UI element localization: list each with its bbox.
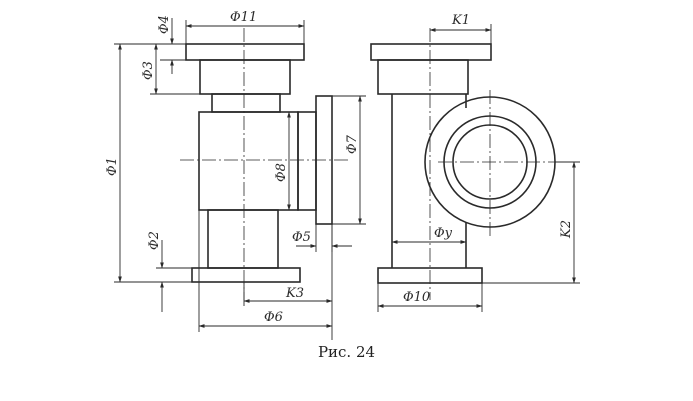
label-phi4: Φ4 [157, 15, 172, 34]
label-k1: K1 [451, 13, 470, 28]
label-phi8: Φ8 [274, 163, 289, 182]
front-top-flange [185, 43, 305, 61]
label-phi7: Φ7 [345, 134, 360, 154]
label-k3: K3 [285, 286, 304, 301]
side-centerlines [429, 28, 570, 300]
label-phi1: Φ1 [105, 157, 120, 176]
front-lower-neck [207, 209, 279, 269]
front-bottom-flange [191, 267, 301, 283]
front-top-neck [211, 93, 281, 113]
front-dimensions [114, 18, 366, 340]
front-body [198, 111, 299, 211]
figure-caption: Рис. 24 [317, 343, 376, 361]
label-phi5: Φ5 [292, 230, 311, 245]
label-phi2: Φ2 [147, 231, 162, 250]
side-top-flange [370, 43, 492, 61]
label-phiy: Φy [434, 226, 453, 241]
front-top-boss [199, 59, 291, 95]
front-side-boss [297, 111, 317, 211]
label-k2: K2 [559, 220, 574, 239]
side-view [370, 43, 556, 284]
side-top-boss [377, 59, 469, 95]
front-centerlines [180, 28, 350, 300]
side-dimensions [377, 24, 580, 312]
label-phi10: Φ10 [403, 290, 430, 305]
label-phi11: Φ11 [230, 10, 257, 25]
label-phi6: Φ6 [264, 310, 283, 325]
label-phi3: Φ3 [141, 61, 156, 80]
